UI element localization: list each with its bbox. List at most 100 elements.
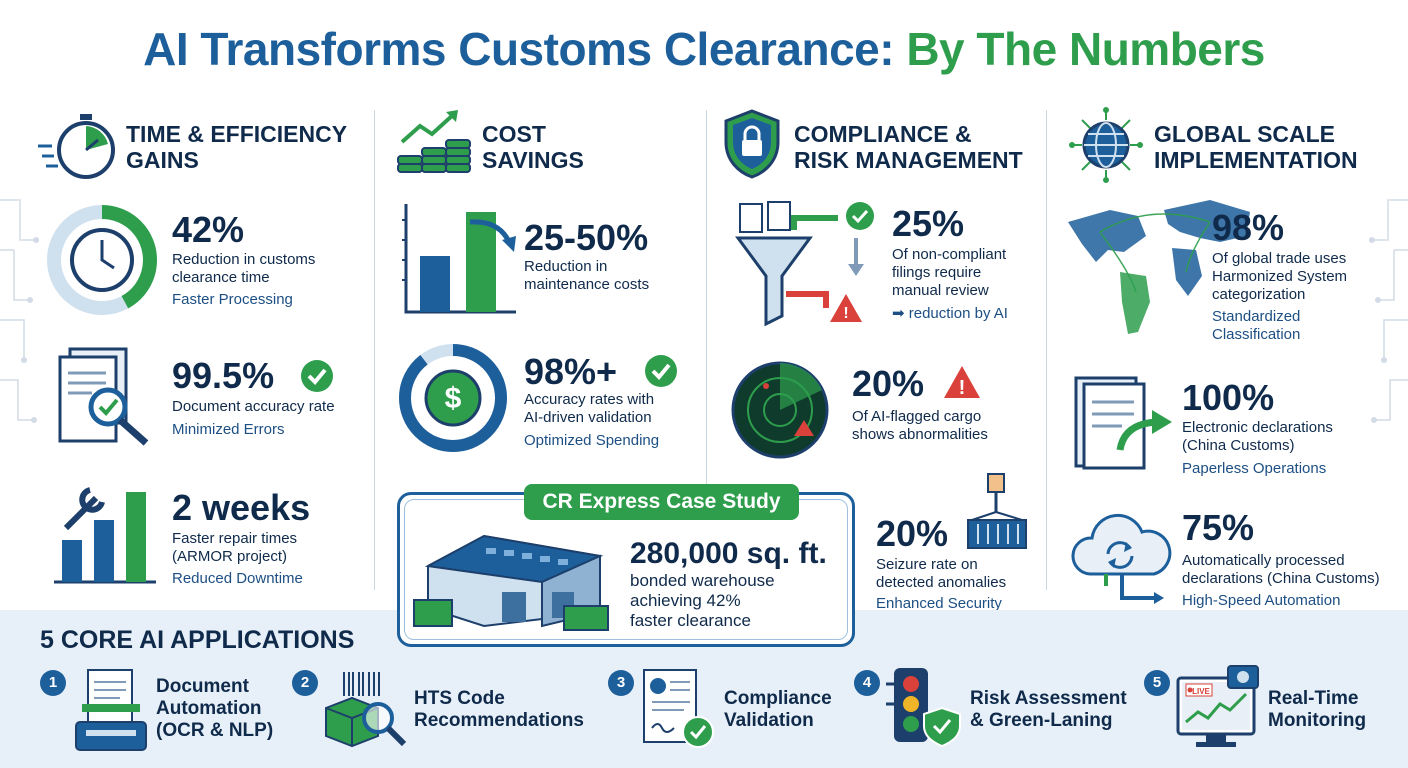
stat-desc-line: Harmonized System [1212,268,1348,285]
stat-tag: Enhanced Security [876,595,1002,612]
stat-desc-line: categorization [1212,286,1306,303]
dollar-ring-icon: $ [399,344,507,452]
app-label-line: HTS Code [414,688,505,709]
certificate-check-icon [643,669,714,748]
app-label-line: (OCR & NLP) [156,720,274,741]
stat-desc-line: Accuracy rates with [524,391,655,408]
stat-value: 100% [1182,377,1275,418]
scanner-icon [75,669,147,751]
section-heading-line: SAVINGS [482,147,584,173]
stat-tag: Faster Processing [172,291,293,308]
app-label-line: Recommendations [414,710,584,731]
live-badge: LIVE [1192,687,1210,696]
stat-desc-line: Of AI-flagged cargo [852,408,982,425]
document-magnifier-icon [58,347,149,446]
stat-desc-line: maintenance costs [524,276,650,293]
wrench-bars-icon [54,487,156,584]
app-label-line: Compliance [724,688,832,709]
applications-title: 5 CORE AI APPLICATIONS [40,626,355,654]
column-divider [374,110,375,590]
radar-icon [731,361,829,459]
section-heading-line: COST [482,121,546,147]
shield-lock-icon [724,109,780,179]
stat-desc-line: Faster repair times [172,530,298,547]
stat-desc-line: clearance time [172,269,270,286]
section-heading-line: GLOBAL SCALE [1154,121,1336,147]
stat-value: 42% [172,209,245,250]
section-heading-line: RISK MANAGEMENT [794,147,1023,173]
application-number: 4 [854,670,880,696]
stat-description: Document accuracy rate [172,398,335,416]
stat-tag: Standardized Classification [1212,308,1301,343]
section-heading-line: GAINS [126,147,199,173]
stat-desc-line: (China Customs) [1182,437,1295,454]
stat-description: Electronic declarations(China Customs) [1182,419,1333,455]
stat-value: 25-50% [524,217,649,258]
section-heading-line: IMPLEMENTATION [1154,147,1358,173]
section-heading-compliance: COMPLIANCE & RISK MANAGEMENT [794,121,1023,173]
stat-desc-line: detected anomalies [876,574,1007,591]
application-number: 2 [292,670,318,696]
stat-value: 99.5% [172,355,275,396]
circuit-decoration-left [0,199,39,423]
live-monitor-icon: LIVE [1176,665,1259,747]
stat-tag: Optimized Spending [524,432,660,449]
application-number: 3 [608,670,634,696]
stat-tag: High-Speed Automation [1182,592,1341,609]
stat-desc-line: declarations (China Customs) [1182,570,1380,587]
warehouse-icon [413,534,609,631]
stopwatch-icon [38,114,115,179]
svg-text:!: ! [959,377,966,399]
case-study-value: 280,000 sq. ft. [630,537,827,570]
section-heading-time: TIME & EFFICIENCY GAINS [126,121,347,173]
application-number: 1 [40,670,66,696]
globe-network-icon [1069,107,1143,183]
stat-description: Faster repair times(ARMOR project) [172,530,297,566]
svg-text:!: ! [843,305,848,322]
stat-desc-line: Document accuracy rate [172,398,335,415]
document-arrow-icon [1074,376,1172,470]
app-label-line: Monitoring [1268,710,1367,731]
stat-desc-line: Electronic declarations [1182,419,1333,436]
stat-desc-line: manual review [892,282,989,299]
stat-desc-line: Seizure rate on [876,556,978,573]
stat-tag: Paperless Operations [1182,460,1327,477]
stat-value: 20% [876,513,949,554]
stat-desc-line: Of non-compliant [892,246,1007,263]
check-circle-icon [645,355,677,387]
app-label-line: Automation [156,698,262,719]
svg-text:$: $ [445,382,462,415]
stat-desc-line: AI-driven validation [524,409,652,426]
app-label-line: Document [156,676,249,697]
case-desc-line: bonded warehouse [630,571,775,590]
stat-desc-line: Automatically processed [1182,552,1345,569]
title-part-1: AI Transforms Customs Clearance: [143,23,895,75]
coins-growth-icon [397,110,471,173]
application-label: Risk Assessment& Green-Laning [970,688,1127,732]
app-label-line: & Green-Laning [970,710,1113,731]
stat-value: 20% [852,363,925,404]
traffic-light-icon [886,668,961,748]
stat-tag: Minimized Errors [172,421,285,438]
section-heading-cost: COST SAVINGS [482,121,584,173]
stat-tag: ➡ reduction by AI [892,305,1008,322]
bar-chart-icon [402,204,516,314]
stat-desc-line: shows abnormalities [852,426,988,443]
stat-desc-line: Of global trade uses [1212,250,1347,267]
case-desc-line: achieving 42% [630,591,741,610]
stat-value: 2 weeks [172,487,311,528]
stat-value: 98% [1212,207,1285,248]
app-label-line: Real-Time [1268,688,1359,709]
stat-desc-line: filings require [892,264,982,281]
app-label-line: Validation [724,710,814,731]
filter-funnel-icon: ! [735,201,874,327]
